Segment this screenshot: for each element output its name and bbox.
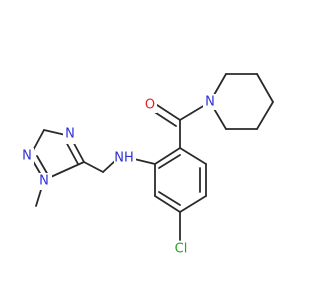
- triazole-n4-label: N: [65, 127, 75, 142]
- piperidine-ring: [209, 73, 274, 130]
- atom-label-o: O: [143, 97, 157, 113]
- atom-label-piperidine-n: N: [203, 94, 217, 110]
- molecule-diagram: O N NH N N N Cl: [20, 73, 274, 257]
- triazole-n1-label: N: [39, 174, 49, 189]
- oxygen-label: O: [145, 98, 155, 113]
- structure-svg: O N NH N N N Cl: [20, 73, 274, 257]
- amine-nh-label: NH: [114, 151, 134, 166]
- piperidine-nitrogen-label: N: [205, 95, 215, 110]
- triazole-n2-label: N: [22, 149, 32, 164]
- benzene-ring: [154, 147, 207, 213]
- atom-label-triazole-n1: N: [36, 173, 52, 190]
- chlorine-label: Cl: [175, 242, 188, 257]
- atom-label-triazole-n4: N: [63, 127, 77, 144]
- atom-label-triazole-n2: N: [20, 148, 34, 165]
- atom-label-nh: NH: [114, 150, 136, 167]
- atom-label-cl: Cl: [171, 241, 191, 257]
- carbonyl-group: [152, 101, 211, 149]
